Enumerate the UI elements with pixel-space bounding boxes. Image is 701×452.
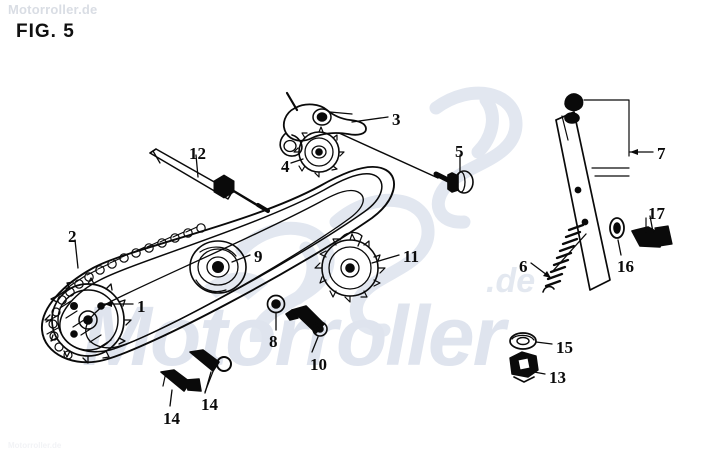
watermark-de-suffix: .de (486, 262, 536, 300)
washer-8 (266, 294, 286, 314)
bolt-14-b (189, 349, 232, 393)
callout-tensioner-sprocket: 4 (281, 157, 290, 176)
leader-lines (74, 116, 654, 407)
pivot-bolt-10 (285, 305, 328, 337)
tensioner-sprocket (293, 126, 345, 178)
callout-driven-sprocket: 11 (403, 247, 420, 266)
tensioner-arm (279, 91, 367, 157)
watermark-top: Motorroller.de (8, 2, 98, 17)
callout-chain-guide-roller: 9 (254, 247, 263, 266)
callout-drive-sprocket: 1 (137, 297, 146, 316)
sealing-bolt-head (447, 170, 474, 194)
figure-title: FIG. 5 (16, 21, 75, 42)
drive-sprocket (44, 277, 132, 364)
watermark-bottom: Motorroller.de (8, 441, 62, 450)
callout-sealing-washer: 15 (556, 338, 573, 357)
callout-tensioner-body: 7 (657, 144, 666, 163)
chain-guide-rod (149, 148, 270, 213)
callout-tensioner-arm: 3 (392, 110, 401, 129)
callout-lock-nut: 13 (549, 368, 566, 387)
callout-washer: 8 (269, 332, 278, 351)
bolt-14-a (160, 369, 202, 392)
callout-sealing-bolt: 5 (455, 142, 464, 161)
driven-sprocket (314, 231, 386, 303)
callout-washer: 16 (617, 257, 634, 276)
callout-chain-guide-rod: 12 (189, 144, 206, 163)
callout-flange-bolt: 17 (648, 204, 665, 223)
callout-cam-chain: 2 (68, 227, 77, 246)
callout-tensioner-spring: 6 (519, 257, 528, 276)
callout-bolt: 14 (163, 409, 180, 428)
lock-nut-13 (509, 351, 539, 383)
watermark-motorroller: Motorroller (82, 289, 505, 383)
sealing-bolt-rod (338, 132, 474, 194)
sealing-washer-15 (509, 332, 537, 350)
callout-bolt: 14 (201, 395, 218, 414)
tensioner-spring (542, 223, 587, 293)
flange-bolt-17 (631, 217, 673, 248)
washer-16 (609, 217, 625, 239)
callout-pivot-bolt: 10 (310, 355, 327, 374)
chain-guide-roller (189, 240, 247, 294)
